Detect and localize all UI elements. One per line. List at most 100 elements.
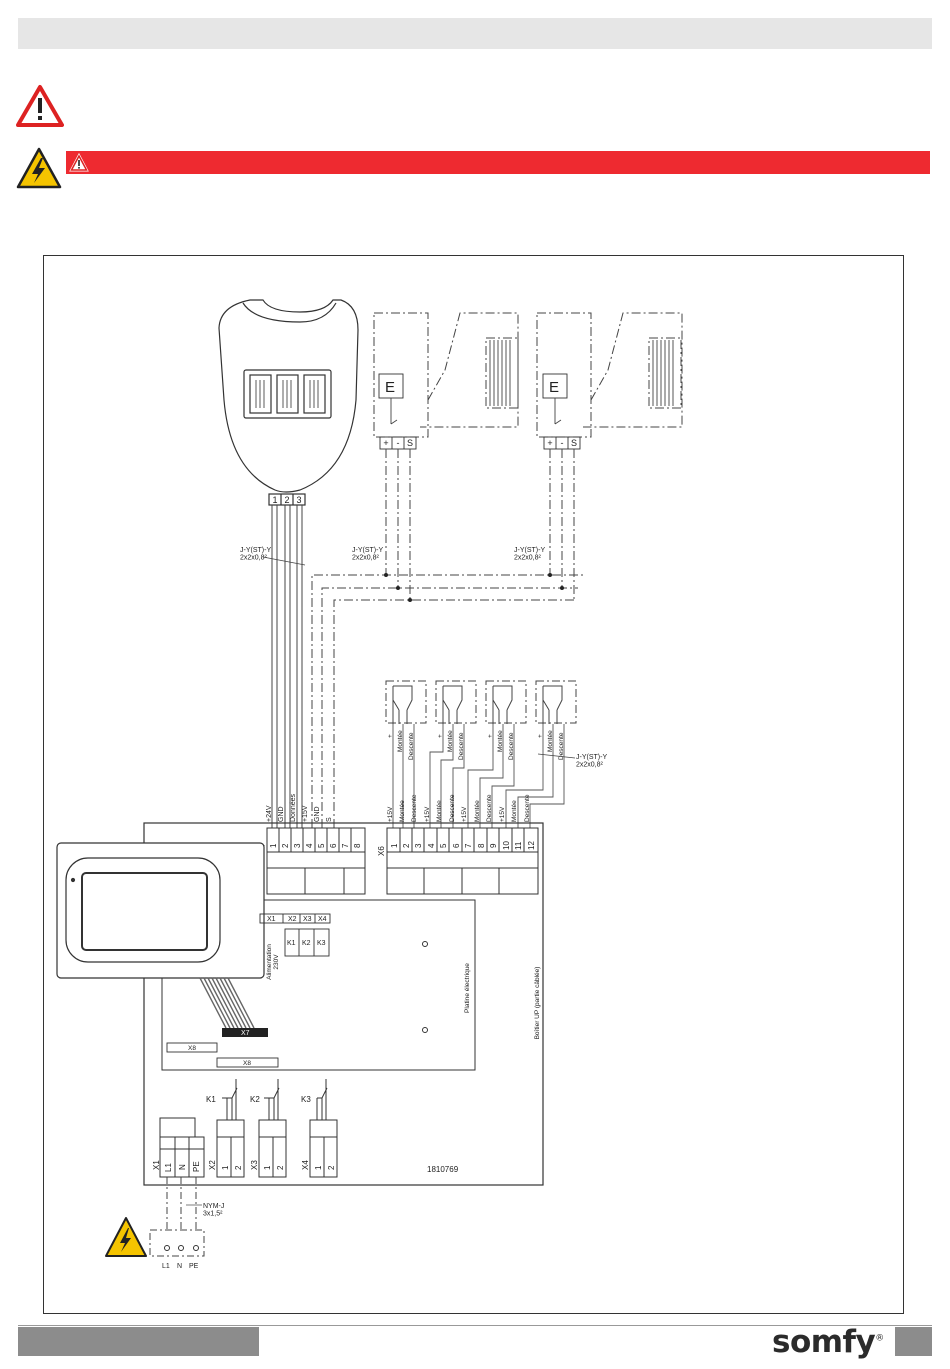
boitier-label: Boîtier UP (partie câblée) — [534, 967, 541, 1040]
platine-label: Platine électrique — [464, 963, 471, 1013]
svg-text:+24V: +24V — [266, 805, 273, 822]
svg-text:L1: L1 — [164, 1163, 173, 1172]
sensor-2-pin-plus: + — [547, 438, 552, 448]
sensor-1-letter: E — [385, 379, 395, 396]
svg-text:Montée: Montée — [497, 730, 504, 752]
svg-text:Montée: Montée — [447, 730, 454, 752]
svg-text:2: 2 — [234, 1165, 243, 1170]
svg-text:3: 3 — [414, 843, 423, 848]
x5-signal-labels: +24V GND Données +15V GND S — [266, 793, 333, 822]
sensor-1-pins: + - S — [383, 438, 413, 448]
svg-text:X4: X4 — [301, 1160, 310, 1170]
mains-terminals — [164, 1245, 199, 1251]
svg-text:L1: L1 — [162, 1263, 170, 1270]
svg-text:Descente: Descente — [558, 732, 565, 760]
svg-text:+: + — [437, 734, 444, 738]
sensor-2-letter: E — [549, 379, 559, 396]
registered-mark: ® — [875, 1333, 884, 1344]
svg-text:Descente: Descente — [486, 794, 493, 822]
x6-pins: 1 2 3 4 5 6 7 8 9 10 11 12 — [390, 841, 536, 850]
switch-terminal-labels: + Montée Descente + Montée Descente + Mo… — [387, 730, 565, 760]
svg-text:N: N — [177, 1263, 182, 1270]
svg-text:+: + — [387, 734, 394, 738]
relay-header — [259, 913, 331, 957]
svg-text:X2: X2 — [208, 1160, 217, 1170]
svg-text:+15V: +15V — [387, 806, 394, 822]
svg-text:X2: X2 — [288, 916, 297, 923]
sensor-2-pins: + - S — [547, 438, 577, 448]
svg-text:9: 9 — [489, 843, 498, 848]
logo-text: somfy — [772, 1324, 876, 1360]
svg-text:Descente: Descente — [411, 794, 418, 822]
svg-text:GND: GND — [278, 806, 285, 822]
svg-text:3: 3 — [293, 843, 302, 848]
svg-text:K3: K3 — [317, 940, 326, 947]
ribbon-cable — [199, 977, 255, 1029]
svg-text:K2: K2 — [302, 940, 311, 947]
svg-text:Descente: Descente — [408, 732, 415, 760]
warning-triangle-icon — [16, 85, 64, 127]
svg-text:S: S — [326, 817, 333, 822]
sensor-2-pin-s: S — [571, 438, 577, 448]
x6-signal-labels: +15V Montée Descente +15V Montée Descent… — [387, 794, 531, 822]
svg-text:7: 7 — [341, 843, 350, 848]
x6-terminal-block — [386, 827, 539, 895]
svg-text:X3: X3 — [303, 916, 312, 923]
keypad-device — [218, 299, 359, 506]
svg-text:+: + — [537, 734, 544, 738]
svg-text:6: 6 — [452, 843, 461, 848]
svg-text:Montée: Montée — [436, 800, 443, 822]
svg-text:8: 8 — [477, 843, 486, 848]
x7-connector — [222, 1028, 268, 1037]
svg-text:+15V: +15V — [302, 805, 309, 822]
keypad-pin-3: 3 — [296, 495, 301, 505]
electrical-hazard-icon-bottom — [105, 1217, 147, 1257]
svg-text:Montée: Montée — [399, 800, 406, 822]
svg-text:5: 5 — [317, 843, 326, 848]
danger-bar — [66, 151, 930, 174]
mounting-holes — [422, 941, 428, 1033]
svg-text:K1: K1 — [206, 1095, 216, 1104]
svg-text:2: 2 — [281, 843, 290, 848]
svg-text:Descente: Descente — [524, 794, 531, 822]
svg-text:1: 1 — [390, 843, 399, 848]
bottom-terminal-labels: X1 L1 N PE X2 1 2 X3 1 2 X4 1 2 — [152, 1160, 336, 1172]
x8-connector-b — [216, 1057, 279, 1068]
svg-text:1: 1 — [269, 843, 278, 848]
somfy-logo: somfy® — [772, 1324, 884, 1360]
relay-header-labels: X1 X2 X3 X4 K1 K2 K3 — [267, 916, 327, 947]
svg-text:11: 11 — [514, 841, 523, 850]
svg-text:+: + — [487, 734, 494, 738]
svg-text:Montée: Montée — [397, 730, 404, 752]
svg-text:X4: X4 — [318, 916, 327, 923]
svg-text:2: 2 — [402, 843, 411, 848]
svg-text:Descente: Descente — [508, 732, 515, 760]
svg-text:Descente: Descente — [458, 732, 465, 760]
diagram-frame — [43, 255, 904, 1314]
svg-text:+15V: +15V — [424, 806, 431, 822]
svg-text:GND: GND — [314, 806, 321, 822]
bottom-terminals — [159, 1117, 338, 1178]
svg-text:Montée: Montée — [511, 800, 518, 822]
relay-contacts — [222, 1079, 328, 1120]
sensor-1-pin-s: S — [407, 438, 413, 448]
display-module — [56, 842, 265, 979]
svg-text:2: 2 — [327, 1165, 336, 1170]
footer-bar — [18, 1327, 259, 1356]
svg-text:5: 5 — [439, 843, 448, 848]
keypad-pin-2: 2 — [284, 495, 289, 505]
junction-dots — [384, 573, 564, 602]
svg-text:4: 4 — [427, 843, 436, 848]
svg-text:X1: X1 — [152, 1160, 161, 1170]
svg-text:PE: PE — [192, 1161, 201, 1172]
svg-text:PE: PE — [189, 1263, 199, 1270]
switch-boxes — [385, 680, 577, 724]
svg-text:K3: K3 — [301, 1095, 311, 1104]
x8-label-a: X8 — [188, 1045, 196, 1052]
sensor-bus-wires — [311, 449, 586, 828]
svg-text:1: 1 — [263, 1165, 272, 1170]
